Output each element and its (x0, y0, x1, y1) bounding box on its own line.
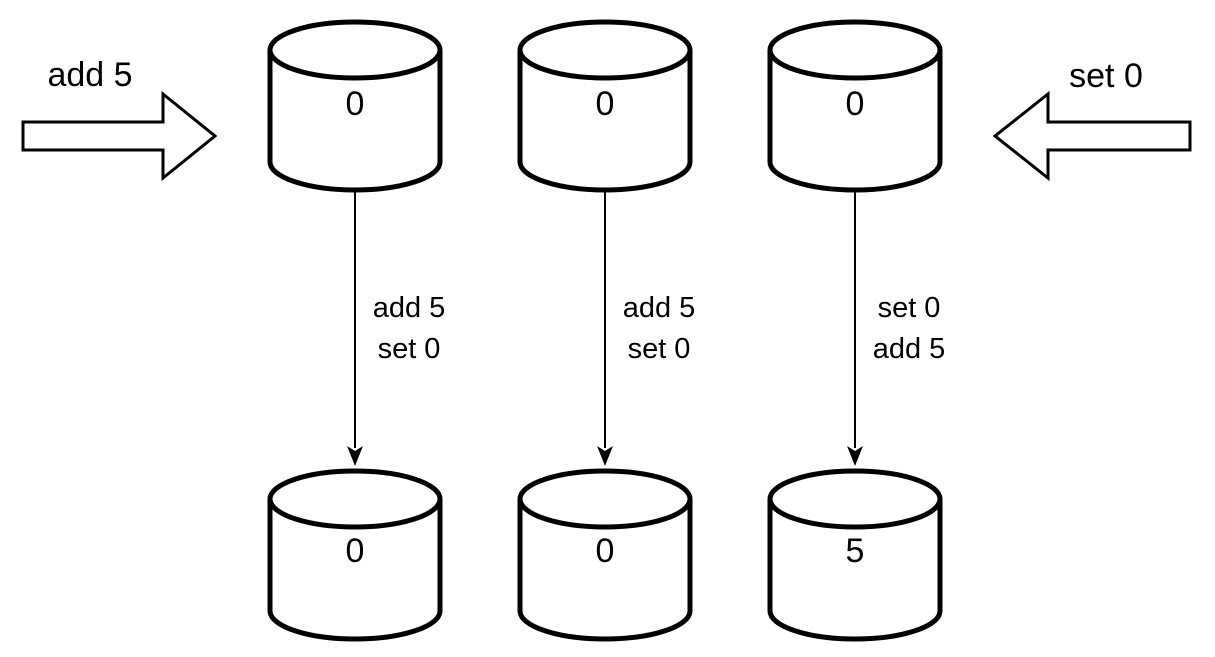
db-final-value: 5 (845, 532, 865, 570)
replication-arrow-icon (847, 192, 863, 466)
operation-2: add 5 (872, 333, 946, 365)
operation-1: add 5 (622, 292, 696, 324)
db-final-value: 0 (345, 532, 365, 570)
database-cylinder-icon (267, 19, 443, 193)
replication-arrow-icon (347, 192, 363, 466)
operation-1: add 5 (372, 292, 446, 324)
replication-arrow-icon (597, 192, 613, 466)
operation-2: set 0 (627, 333, 691, 365)
block-arrow-left-icon (992, 90, 1192, 182)
database-cylinder-icon (517, 468, 693, 642)
operations-label: add 5 set 0 (367, 288, 451, 370)
db-initial-value: 0 (595, 85, 615, 123)
operations-label: add 5 set 0 (617, 288, 701, 370)
right-input-label: set 0 (1069, 57, 1143, 95)
block-arrow-right-icon (21, 90, 218, 182)
database-cylinder-icon (517, 19, 693, 193)
db-initial-value: 0 (845, 85, 865, 123)
database-cylinder-icon (767, 468, 943, 642)
operation-1: set 0 (877, 292, 941, 324)
database-cylinder-icon (767, 19, 943, 193)
left-input-label: add 5 (47, 56, 133, 94)
database-cylinder-icon (267, 468, 443, 642)
db-initial-value: 0 (345, 85, 365, 123)
operation-2: set 0 (377, 333, 441, 365)
operations-label: set 0 add 5 (867, 288, 951, 370)
db-final-value: 0 (595, 532, 615, 570)
